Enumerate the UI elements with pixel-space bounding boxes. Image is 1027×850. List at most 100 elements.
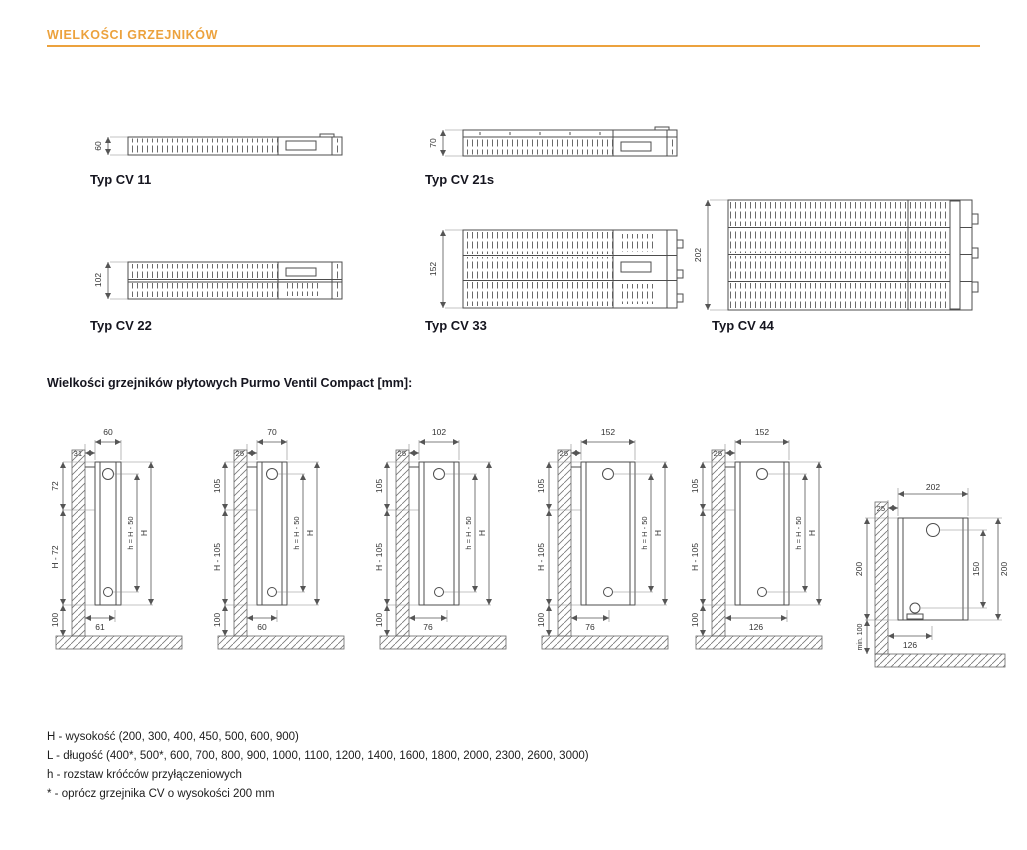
floor-hatch	[55, 635, 183, 650]
mid-height-dim: H - 105	[536, 543, 546, 571]
height-left-dim: 200	[854, 562, 864, 576]
cv21s-cross-section-drawing: 70	[428, 126, 678, 157]
wall-gap-dim: 31	[74, 449, 82, 458]
connection-offset-dim: 76	[585, 622, 595, 632]
wall-hatch	[874, 501, 889, 655]
cv11-cross-section-drawing: 60	[93, 133, 343, 156]
floor-hatch	[874, 653, 1006, 668]
wall-hatch	[233, 449, 248, 637]
valve-circle	[433, 468, 445, 480]
wall-hatch	[557, 449, 572, 637]
note-height: H - wysokość (200, 300, 400, 450, 500, 6…	[47, 731, 299, 743]
note-pipe-spacing: h - rozstaw króćców przyłączeniowych	[47, 769, 242, 781]
footnotes: H - wysokość (200, 300, 400, 450, 500, 6…	[47, 728, 589, 804]
cv11-depth-dim: 60	[93, 141, 103, 151]
total-height-dim: H	[807, 530, 817, 536]
cv44-cross-section-drawing: 202	[693, 199, 979, 311]
section-title: Wielkości grzejników płytowych Purmo Ven…	[47, 376, 413, 390]
drain-circle	[103, 587, 113, 597]
cv33-label: Typ CV 33	[425, 318, 487, 333]
cv44-radiator-body	[727, 199, 979, 311]
side-view-cv21s: 70 25 105 H - 105 100 h = H - 50 H 60	[212, 427, 345, 650]
mid-height-dim: H - 72	[50, 545, 60, 568]
floor-hatch	[541, 635, 669, 650]
top-offset-dim: 105	[212, 479, 222, 493]
valve-circle	[102, 468, 114, 480]
radiator-profile	[85, 461, 122, 606]
wall-gap-dim: 25	[398, 449, 406, 458]
floor-clearance-dim: 100	[50, 613, 60, 627]
floor-clearance-dim: 100	[536, 613, 546, 627]
pipe-spacing-dim: h = H - 50	[126, 516, 135, 549]
note-length: L - długość (400*, 500*, 600, 700, 800, …	[47, 750, 589, 762]
pipe-spacing-dim: h = H - 50	[794, 516, 803, 549]
mid-height-dim: H - 105	[212, 543, 222, 571]
cv11-label: Typ CV 11	[90, 172, 152, 187]
floor-clearance-dim: 100	[374, 613, 384, 627]
page-title: WIELKOŚCI GRZEJNIKÓW	[47, 28, 219, 42]
connection-offset-dim: 126	[903, 640, 917, 650]
floor-hatch	[379, 635, 507, 650]
radiator-profile	[571, 461, 636, 606]
pipe-spacing-dim: h = H - 50	[464, 516, 473, 549]
connection-offset-dim: 76	[423, 622, 433, 632]
drain-circle	[757, 587, 767, 597]
cv21s-depth-dim: 70	[428, 138, 438, 148]
total-height-dim: H	[139, 530, 149, 536]
depth-dim: 152	[601, 427, 615, 437]
mid-height-dim: H - 105	[374, 543, 384, 571]
detail-view-cv44: 202 25 200 min. 100 150 200 126	[854, 482, 1009, 668]
connection-offset-dim: 126	[749, 622, 763, 632]
cv33-radiator-body	[462, 229, 684, 309]
valve-circle	[756, 468, 768, 480]
cv44-label: Typ CV 44	[712, 318, 774, 333]
drain-circle	[603, 587, 613, 597]
cv21s-label: Typ CV 21s	[425, 172, 495, 187]
total-height-dim: H	[477, 530, 487, 536]
cv11-radiator-body	[127, 133, 343, 156]
radiator-profile	[897, 517, 969, 621]
top-offset-dim: 105	[690, 479, 700, 493]
wall-gap-dim: 25	[714, 449, 722, 458]
floor-hatch	[217, 635, 345, 650]
floor-hatch	[695, 635, 823, 650]
cv33-depth-dim: 152	[428, 262, 438, 276]
radiator-profile	[409, 461, 460, 606]
total-height-dim: H	[305, 530, 315, 536]
side-view-cv22: 102 25 105 H - 105 100 h = H - 50 H 76	[374, 427, 507, 650]
total-height-dim: H	[653, 530, 663, 536]
note-exception: * - oprócz grzejnika CV o wysokości 200 …	[47, 788, 275, 800]
top-offset-dim: 105	[536, 479, 546, 493]
radiator-profile	[247, 461, 288, 606]
drain-circle	[267, 587, 277, 597]
mid-height-dim: H - 105	[690, 543, 700, 571]
height-right-dim: 200	[999, 562, 1009, 576]
valve-circle	[266, 468, 278, 480]
valve-circle	[926, 523, 940, 537]
drain-circle	[434, 587, 444, 597]
header-rule	[47, 45, 980, 47]
pipe-spacing-dim: 150	[971, 562, 981, 576]
depth-dim: 152	[755, 427, 769, 437]
radiator-profile	[725, 461, 790, 606]
cv22-radiator-body	[127, 261, 343, 300]
depth-dim: 70	[267, 427, 277, 437]
wall-gap-dim: 25	[236, 449, 244, 458]
cv21s-radiator-body	[462, 126, 678, 157]
cv22-cross-section-drawing: 102	[93, 261, 343, 300]
connection-offset-dim: 61	[95, 622, 105, 632]
depth-dim: 60	[103, 427, 113, 437]
pipe-spacing-dim: h = H - 50	[640, 516, 649, 549]
cv22-label: Typ CV 22	[90, 318, 152, 333]
top-offset-dim: 72	[50, 481, 60, 491]
wall-gap-dim: 25	[877, 504, 885, 513]
floor-clearance-dim: 100	[212, 613, 222, 627]
wall-hatch	[395, 449, 410, 637]
top-offset-dim: 105	[374, 479, 384, 493]
cv22-depth-dim: 102	[93, 273, 103, 287]
connection-offset-dim: 60	[257, 622, 267, 632]
side-view-cv11: 60 31 72 H - 72 100 h = H - 50 H 61	[50, 427, 183, 650]
wall-hatch	[71, 449, 86, 637]
side-view-cv44: 152 25 105 H - 105 100 h = H - 50 H 126	[690, 427, 823, 650]
floor-clearance-dim: min. 100	[857, 623, 864, 650]
